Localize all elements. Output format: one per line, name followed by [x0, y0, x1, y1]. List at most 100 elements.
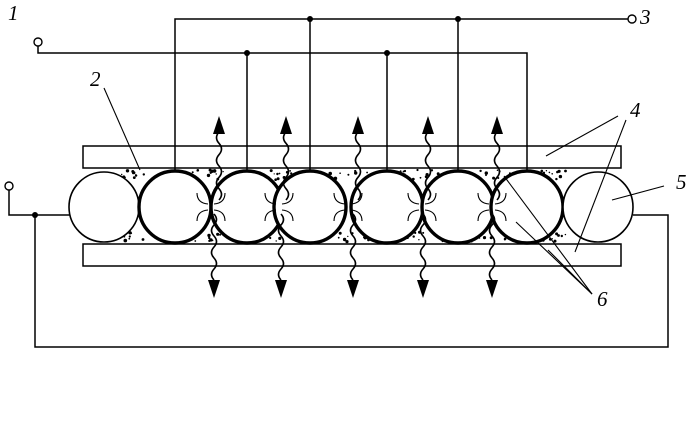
grain	[416, 168, 419, 172]
curl-arrow	[494, 209, 507, 222]
grain	[492, 176, 496, 180]
label-1: 1	[8, 1, 19, 25]
curl-arrow	[407, 209, 420, 222]
grain	[503, 237, 507, 241]
grain	[328, 171, 333, 176]
grain	[216, 232, 220, 236]
grain	[276, 177, 280, 181]
grain	[557, 234, 560, 237]
grain	[540, 169, 544, 173]
arrowhead-up	[422, 116, 434, 134]
grain	[555, 232, 559, 236]
curl-arrow	[213, 192, 226, 205]
grain	[215, 173, 217, 175]
grain	[274, 178, 277, 181]
grain	[290, 172, 293, 175]
grain	[132, 176, 136, 180]
junction-node	[32, 212, 38, 218]
grain	[269, 236, 272, 240]
curl-arrow	[264, 209, 277, 222]
lower-plate	[82, 243, 622, 267]
grain	[553, 239, 557, 243]
grain	[196, 169, 200, 172]
curl-arrow	[264, 192, 277, 205]
grain	[366, 171, 368, 174]
junction-node	[455, 16, 461, 22]
grain	[337, 236, 340, 239]
outer-loop	[34, 214, 669, 348]
bus-3	[174, 18, 628, 170]
grain	[419, 176, 422, 179]
wavy-arrow-up	[493, 131, 501, 201]
curl-arrow	[494, 192, 507, 205]
grain	[141, 238, 145, 241]
wavy-arrow-up	[424, 131, 432, 201]
grain	[269, 169, 273, 173]
grain	[219, 233, 222, 236]
grain	[121, 173, 123, 176]
curl-arrow	[196, 209, 209, 222]
grain	[556, 170, 559, 174]
arrowhead-down	[275, 280, 287, 298]
grain	[283, 176, 286, 178]
arrowhead-up	[491, 116, 503, 134]
grain	[210, 169, 214, 173]
leader-4b	[574, 119, 627, 253]
grain	[128, 237, 131, 240]
grain	[338, 231, 342, 235]
grain	[558, 174, 563, 179]
curl-arrow	[333, 192, 346, 205]
end-roller-right	[562, 171, 634, 243]
label-2: 2	[90, 67, 101, 91]
grain	[207, 233, 211, 238]
curl-arrow	[477, 209, 490, 222]
grain	[551, 173, 553, 175]
grain	[545, 170, 548, 172]
grain	[276, 172, 279, 176]
grain	[555, 177, 558, 181]
junction-node	[384, 50, 390, 56]
wavy-arrow-down	[210, 213, 218, 281]
label-5: 5	[676, 170, 687, 194]
grain	[191, 171, 194, 174]
leader-6c	[547, 249, 593, 295]
wavy-arrow-down	[419, 213, 427, 281]
grain	[422, 231, 425, 234]
grain	[482, 236, 487, 240]
grain	[418, 239, 420, 241]
grain	[339, 172, 341, 174]
upper-plate	[82, 145, 622, 169]
junction-node	[307, 16, 313, 22]
grain	[194, 240, 197, 242]
grain	[496, 169, 499, 171]
bus-1	[37, 46, 528, 170]
grain	[134, 174, 138, 177]
grain	[209, 238, 213, 242]
grain	[430, 169, 434, 172]
grain	[548, 171, 551, 174]
active-roller	[349, 169, 425, 245]
wavy-arrow-down	[349, 213, 357, 281]
arrowhead-up	[352, 116, 364, 134]
grain	[342, 237, 347, 242]
label-6: 6	[597, 287, 608, 311]
grain	[560, 234, 563, 238]
active-roller	[137, 169, 213, 245]
leader-2	[103, 87, 141, 171]
arrowhead-down	[417, 280, 429, 298]
grain	[551, 238, 553, 240]
curl-arrow	[407, 192, 420, 205]
arrowhead-up	[280, 116, 292, 134]
terminal-1	[33, 37, 43, 47]
curl-arrow	[281, 192, 294, 205]
curl-arrow	[196, 192, 209, 205]
label-3: 3	[639, 5, 651, 29]
leader-6b	[503, 175, 593, 295]
active-roller	[209, 169, 285, 245]
label-4: 4	[630, 98, 641, 122]
grain	[347, 173, 350, 176]
grain	[222, 171, 224, 173]
grain	[132, 172, 134, 175]
grain	[128, 235, 131, 238]
